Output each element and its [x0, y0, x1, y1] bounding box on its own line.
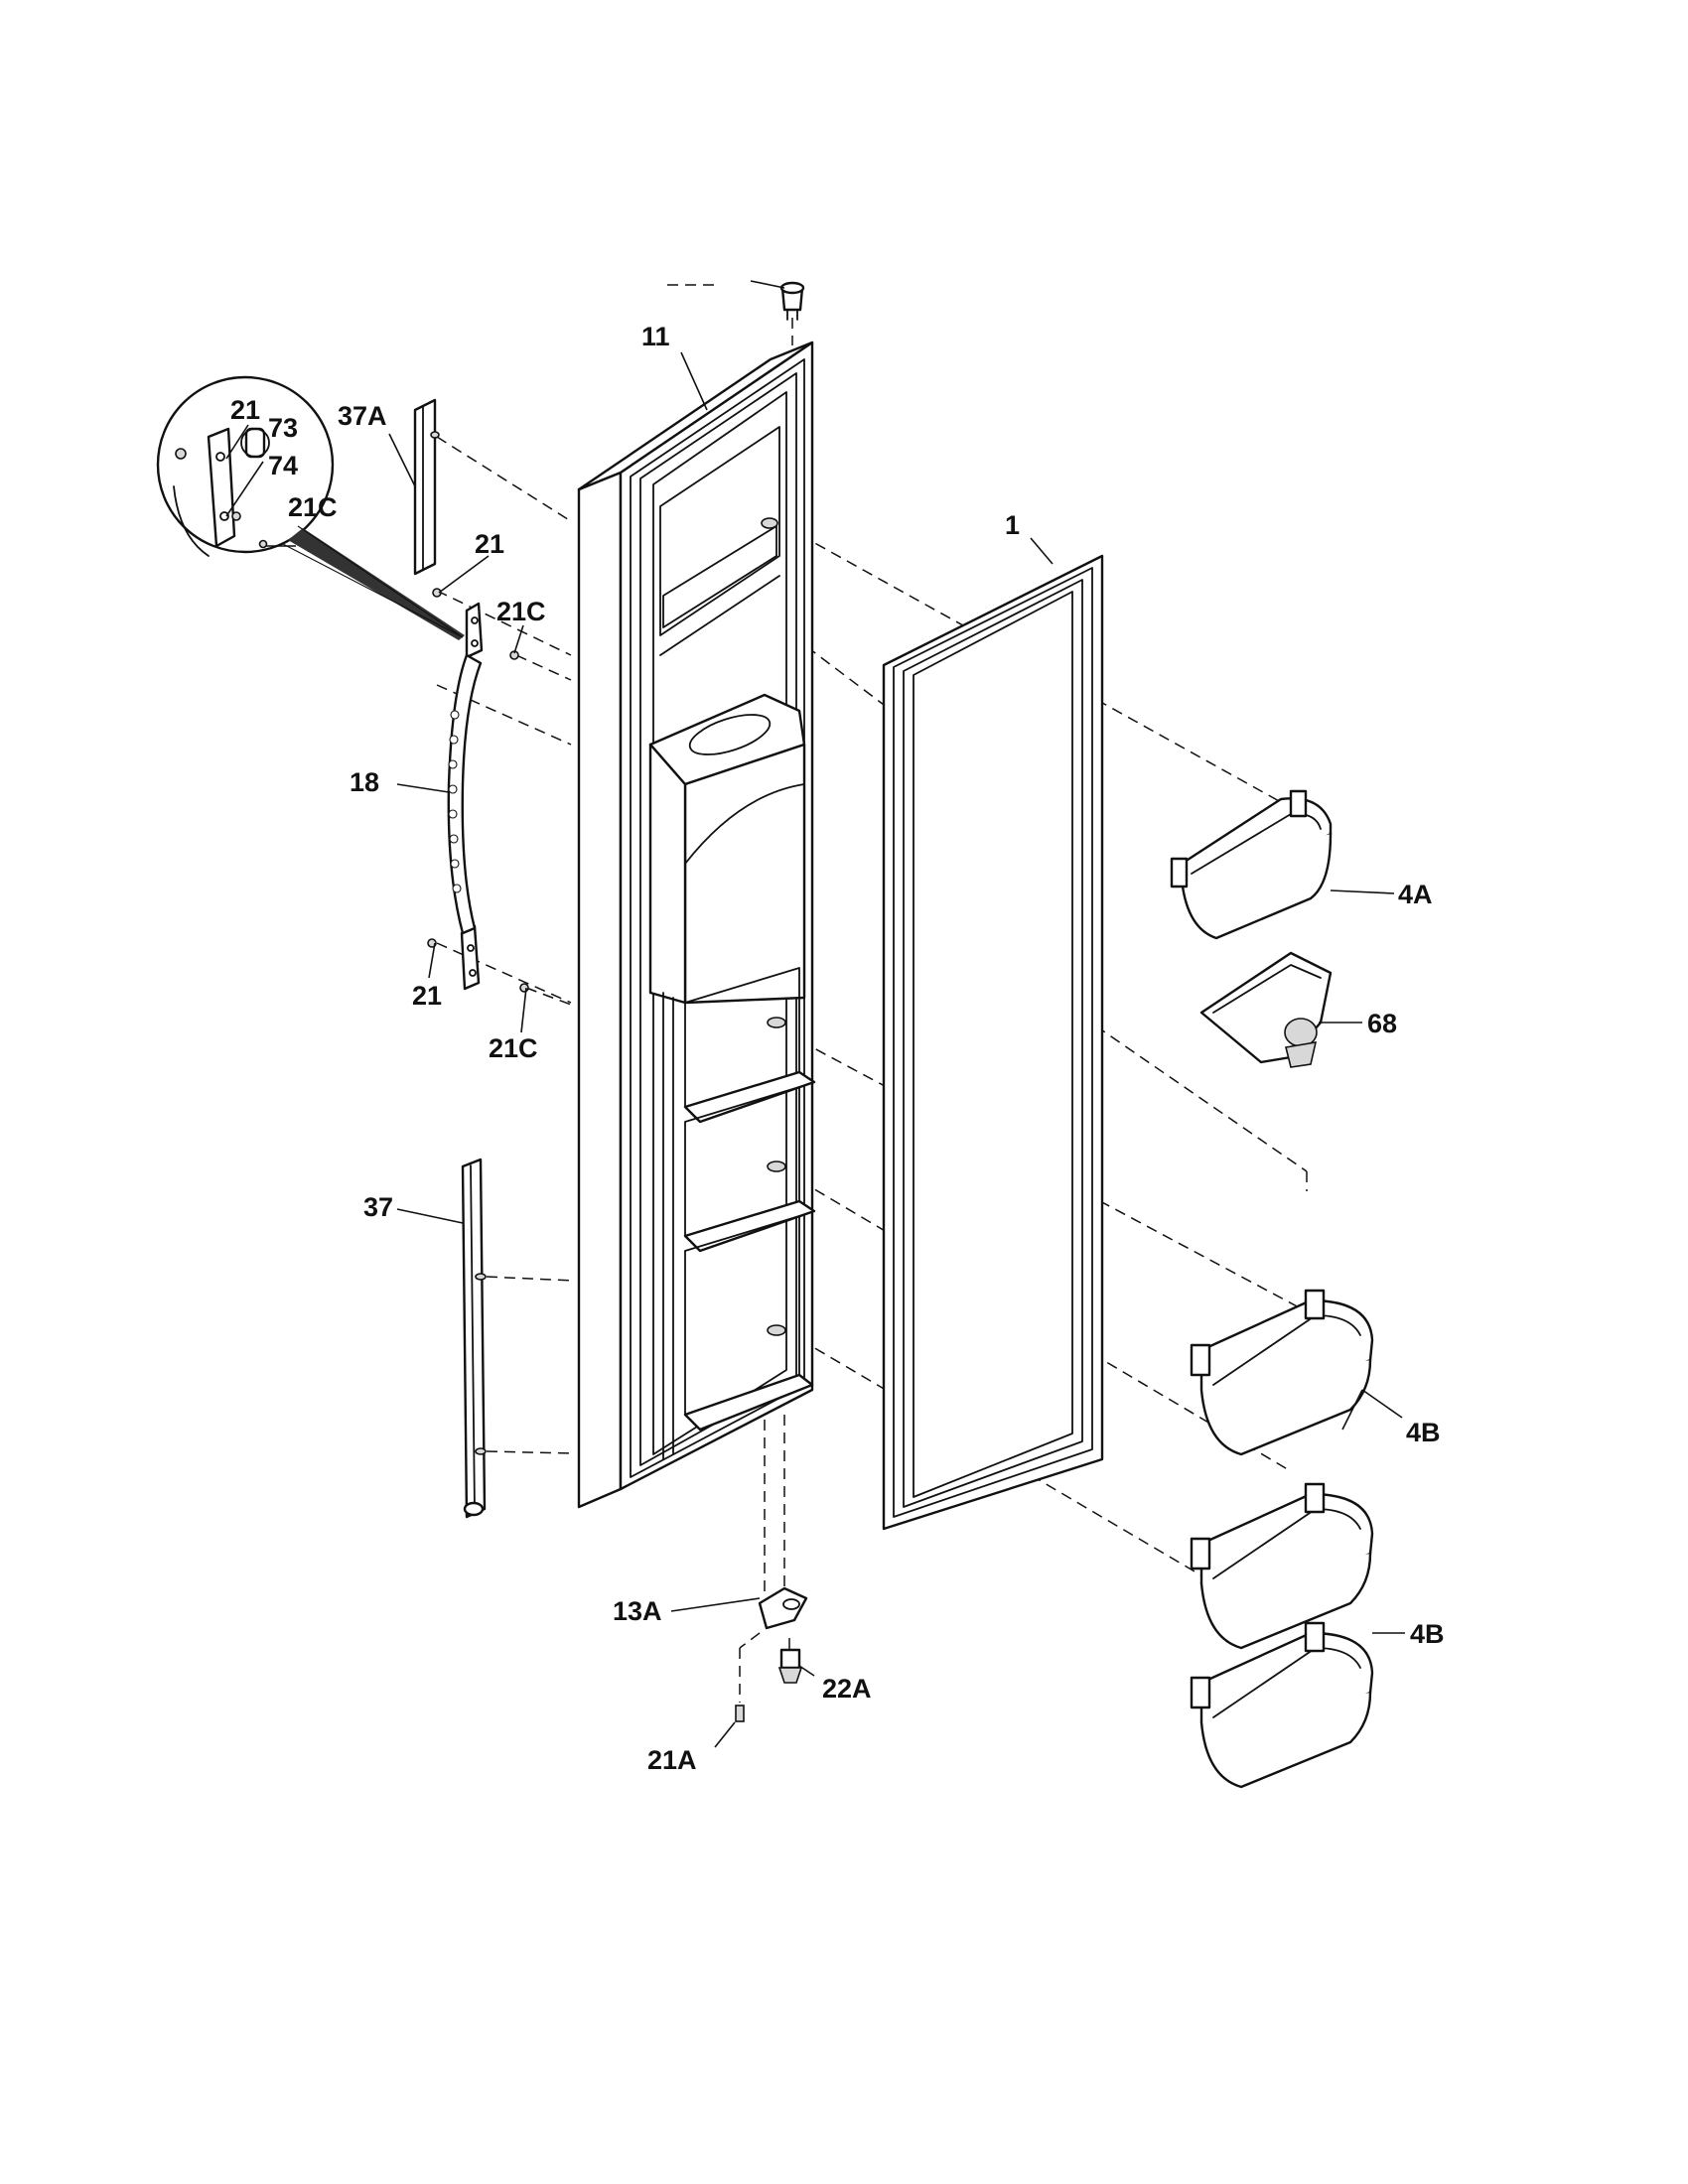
callout-21a: 21A	[647, 1745, 697, 1775]
callout-21c-lower: 21C	[489, 1033, 538, 1063]
top-hinge-pin	[779, 281, 805, 321]
door-handle-18	[447, 602, 484, 991]
hinge-pin-22a	[777, 1648, 803, 1684]
callout-4a: 4A	[1398, 880, 1433, 909]
callout-68: 68	[1367, 1009, 1397, 1038]
callout-4b-upper: 4B	[1406, 1418, 1441, 1447]
callout-22a: 22A	[822, 1674, 872, 1704]
screws	[427, 588, 529, 993]
callout-21-detail: 21	[230, 395, 260, 425]
callout-21c-upper: 21C	[496, 597, 546, 626]
door-liner-shelves	[662, 967, 816, 1460]
callout-13a: 13A	[613, 1596, 662, 1626]
callout-21c-detail: 21C	[288, 492, 338, 522]
callout-1: 1	[1005, 510, 1020, 540]
callout-18: 18	[350, 767, 379, 797]
door-bin-4a	[1170, 789, 1333, 940]
lower-trim-37	[461, 1158, 487, 1519]
callout-4b-lower: 4B	[1410, 1619, 1445, 1649]
callout-73: 73	[268, 413, 298, 443]
callout-74: 74	[268, 451, 298, 480]
upper-trim-37a	[413, 398, 440, 576]
assembly-dashed-lines	[436, 284, 1308, 1703]
callout-21-lower: 21	[412, 981, 442, 1011]
callout-37: 37	[363, 1192, 393, 1222]
callout-11: 11	[641, 322, 670, 351]
callout-37a: 37A	[338, 401, 387, 431]
door-bin-4b-bottom	[1190, 1621, 1374, 1789]
door-liner-upper-compartment	[659, 426, 780, 656]
bottom-hinge-13a	[758, 1586, 808, 1630]
door-bin-4b-middle	[1190, 1482, 1374, 1650]
ice-bucket-68	[1199, 951, 1333, 1068]
leader-lines	[225, 280, 1405, 1748]
screw-21a	[735, 1705, 745, 1722]
dispenser-housing	[648, 693, 806, 1005]
detail-magnifier	[156, 375, 465, 640]
callout-labels: 11 1 37A 21 21C 18 4A 68 21 21C 37 4B 4B…	[230, 322, 1445, 1775]
callout-21-upper: 21	[475, 529, 504, 559]
door-bin-4b-top	[1190, 1289, 1374, 1456]
door-gasket	[882, 554, 1104, 1531]
